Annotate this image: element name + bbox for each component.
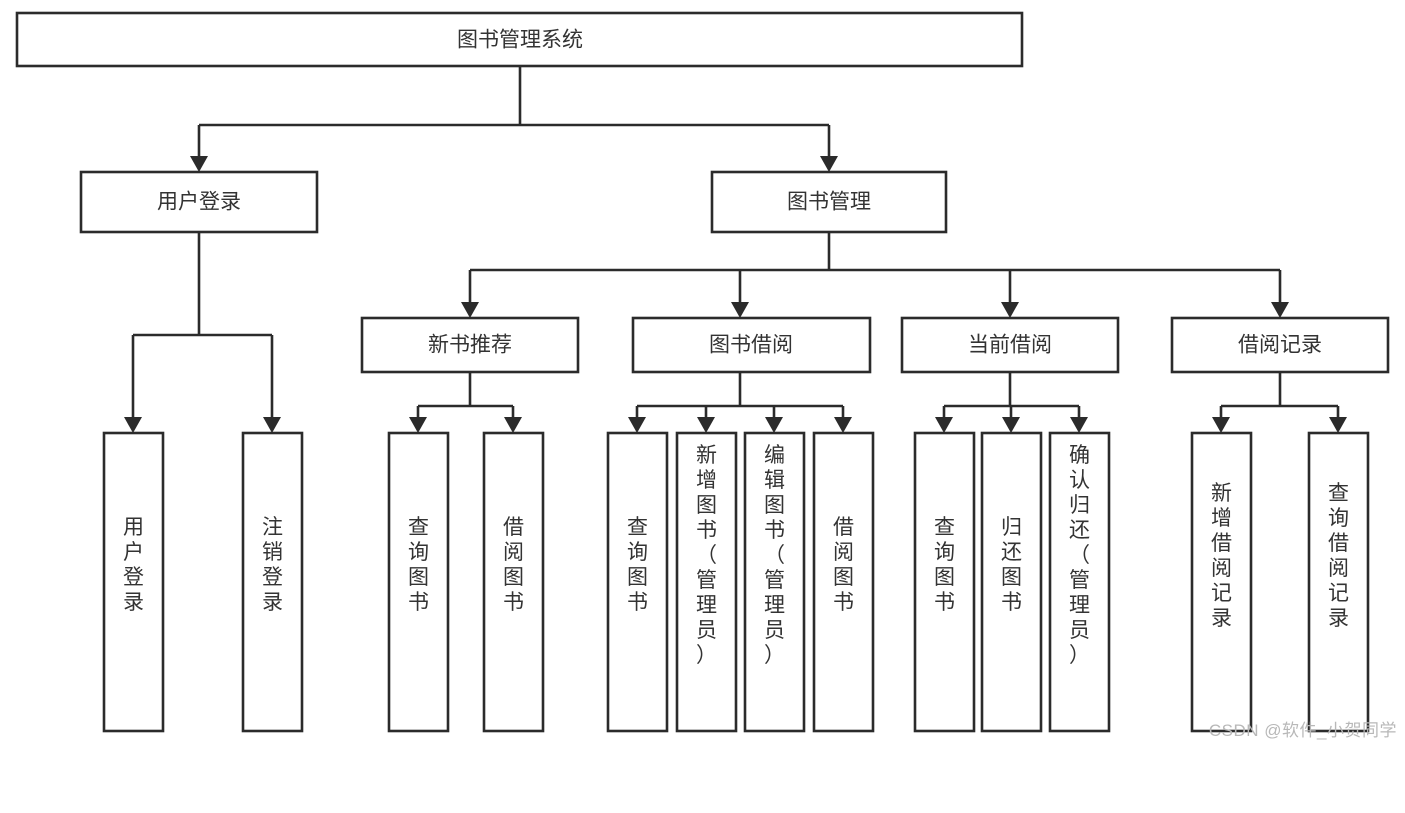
arrow-bm-c3: [1001, 302, 1019, 318]
node-box-leaf-query-borrow-record[interactable]: [1307, 431, 1370, 733]
arrow-root-to-book-manage: [820, 156, 838, 172]
node-box-leaf-confirm-return-admin[interactable]: [1048, 431, 1111, 733]
diagram-canvas: 图书管理系统 用户登录 图书管理 新书推荐 图书借阅 当前借阅 借阅记录 用户登…: [15, 11, 1397, 740]
arrow-ul-c2: [263, 417, 281, 433]
node-box-borrow-record[interactable]: [1170, 316, 1390, 374]
node-label-new-book-recommend: 新书推荐: [428, 334, 512, 357]
arrow-bm-c4: [1271, 302, 1289, 318]
node-box-leaf-borrow-book-1[interactable]: [482, 431, 545, 733]
node-label-book-borrow: 图书借阅: [709, 334, 793, 357]
arrow-root-to-user-login: [190, 156, 208, 172]
node-box-book-borrow[interactable]: [631, 316, 872, 374]
edges-user-login: [124, 232, 281, 433]
edges-book-borrow: [628, 372, 852, 433]
edges-current-borrow: [935, 372, 1088, 433]
tree-diagram-svg: 图书管理系统 用户登录 图书管理 新书推荐 图书借阅 当前借阅 借阅记录: [15, 11, 1390, 733]
node-box-book-manage[interactable]: [710, 170, 948, 234]
node-label-current-borrow: 当前借阅: [968, 334, 1052, 357]
node-label-book-manage: 图书管理: [787, 191, 871, 214]
arrow-bb-c2: [697, 417, 715, 433]
node-box-leaf-add-borrow-record[interactable]: [1190, 431, 1253, 733]
edges-borrow-record: [1212, 372, 1347, 433]
node-box-leaf-add-book-admin[interactable]: [675, 431, 738, 733]
arrow-cb-c1: [935, 417, 953, 433]
arrow-ul-c1: [124, 417, 142, 433]
node-box-leaf-query-book-1[interactable]: [387, 431, 450, 733]
arrow-br-c1: [1212, 417, 1230, 433]
node-box-leaf-return-book[interactable]: [980, 431, 1043, 733]
csdn-watermark: CSDN @软件_小贺同学: [1208, 721, 1397, 740]
node-box-new-book-recommend[interactable]: [360, 316, 580, 374]
node-box-root[interactable]: [15, 11, 1024, 68]
arrow-br-c2: [1329, 417, 1347, 433]
node-box-leaf-borrow-book-2[interactable]: [812, 431, 875, 733]
arrow-nbr-c2: [504, 417, 522, 433]
edges-new-book-recommend: [409, 372, 522, 433]
node-label-borrow-record: 借阅记录: [1238, 334, 1322, 357]
arrow-cb-c2: [1002, 417, 1020, 433]
node-box-leaf-edit-book-admin[interactable]: [743, 431, 806, 733]
node-label-user-login: 用户登录: [157, 191, 241, 214]
edges-book-manage: [461, 232, 1289, 318]
node-box-leaf-user-logout[interactable]: [241, 431, 304, 733]
arrow-nbr-c1: [409, 417, 427, 433]
arrow-bb-c4: [834, 417, 852, 433]
arrow-bb-c1: [628, 417, 646, 433]
arrow-bm-c1: [461, 302, 479, 318]
arrow-bm-c2: [731, 302, 749, 318]
arrow-cb-c3: [1070, 417, 1088, 433]
node-label-root: 图书管理系统: [457, 29, 583, 52]
edges-root: [190, 66, 838, 172]
node-box-current-borrow[interactable]: [900, 316, 1120, 374]
node-box-leaf-query-book-3[interactable]: [913, 431, 976, 733]
node-box-leaf-query-book-2[interactable]: [606, 431, 669, 733]
arrow-bb-c3: [765, 417, 783, 433]
node-box-user-login[interactable]: [79, 170, 319, 234]
node-box-leaf-user-login[interactable]: [102, 431, 165, 733]
